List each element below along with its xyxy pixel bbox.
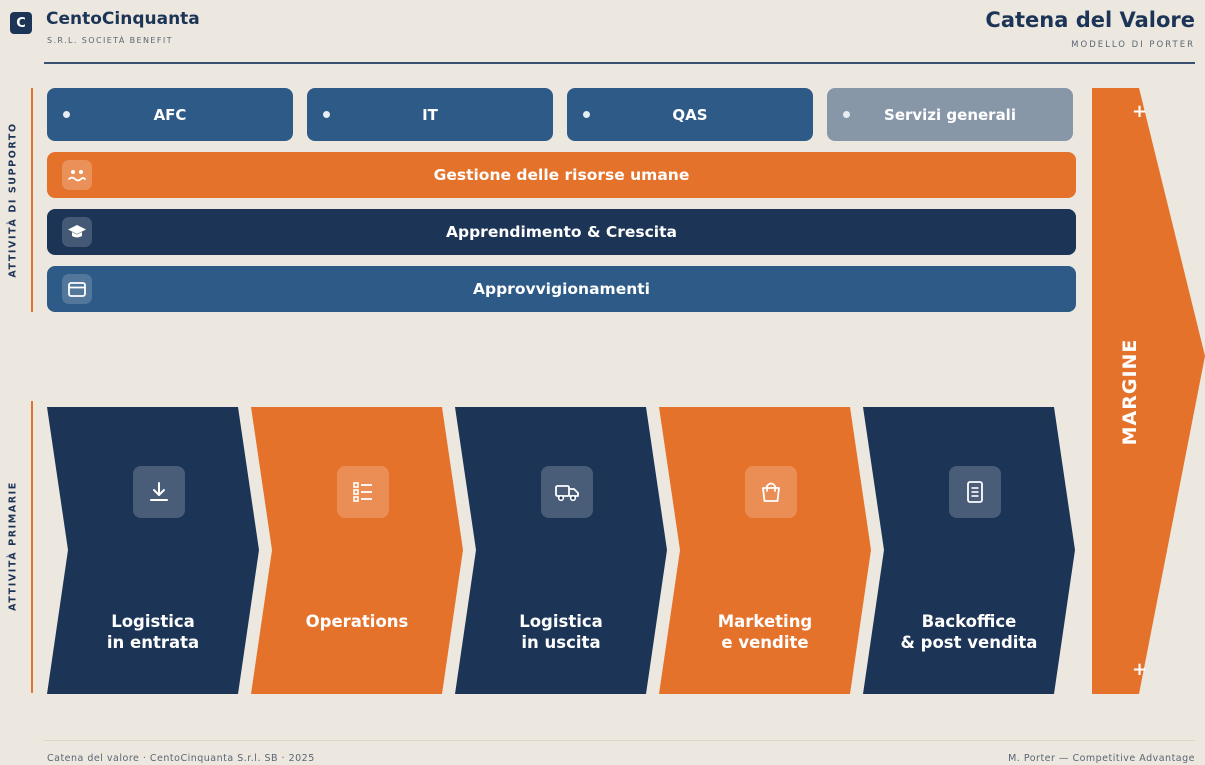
footer-right: M. Porter — Competitive Advantage [1008, 753, 1195, 764]
support-bar-approvvigionamenti[interactable]: Approvvigionamenti [47, 266, 1076, 312]
chevron-shape [47, 407, 259, 694]
page-title: Catena del Valore [985, 8, 1195, 32]
support-section-label: ATTIVITÀ DI SUPPORTO [7, 122, 19, 278]
chevron-shape [251, 407, 463, 694]
bullet-icon [323, 111, 330, 118]
footer-left: Catena del valore · CentoCinquanta S.r.l… [47, 753, 315, 764]
download-icon [133, 466, 185, 518]
support-pill-label: AFC [153, 105, 187, 124]
support-section-bar [31, 88, 33, 312]
bullet-icon [63, 111, 70, 118]
plus-icon: + [1132, 659, 1148, 680]
primary-activity-marketing[interactable]: Marketing e vendite [659, 407, 871, 694]
brand-subtitle: S.R.L. SOCIETÀ BENEFIT [47, 36, 173, 45]
brand-name: CentoCinquanta [46, 9, 200, 29]
header-divider [44, 62, 1195, 64]
bullet-icon [843, 111, 850, 118]
primary-activity-operations[interactable]: Operations [251, 407, 463, 694]
chevron-shape [863, 407, 1075, 694]
support-pill-label: Servizi generali [884, 105, 1016, 124]
support-bar-label: Apprendimento & Crescita [446, 223, 677, 241]
shopping-bag-icon [745, 466, 797, 518]
page-subtitle: MODELLO DI PORTER [1071, 40, 1195, 50]
plus-icon: + [1132, 101, 1148, 122]
support-pill-qas[interactable]: QAS [567, 88, 813, 141]
list-icon [337, 466, 389, 518]
primary-activity-label: Logistica in entrata [106, 612, 200, 652]
support-pill-label: QAS [672, 105, 708, 124]
box-icon [62, 274, 92, 304]
support-pill-servizi-generali[interactable]: Servizi generali [827, 88, 1073, 141]
primary-activity-label: Marketing e vendite [717, 612, 813, 652]
support-bar-label: Approvvigionamenti [473, 280, 650, 298]
primary-section-bar [31, 401, 33, 693]
margin-label: MARGINE [1119, 338, 1141, 446]
support-pill-label: IT [422, 105, 438, 124]
footer-divider [44, 740, 1195, 741]
support-pill-afc[interactable]: AFC [47, 88, 293, 141]
company-logo: C [10, 12, 32, 34]
truck-icon [541, 466, 593, 518]
support-bar-risorse-umane[interactable]: Gestione delle risorse umane [47, 152, 1076, 198]
bullet-icon [583, 111, 590, 118]
primary-activity-label: Backoffice & post vendita [900, 612, 1038, 652]
support-pill-it[interactable]: IT [307, 88, 553, 141]
primary-activity-logistica-uscita[interactable]: Logistica in uscita [455, 407, 667, 694]
support-bar-apprendimento[interactable]: Apprendimento & Crescita [47, 209, 1076, 255]
primary-activity-label: Operations [305, 612, 409, 631]
chevron-shape [659, 407, 871, 694]
primary-section-label: ATTIVITÀ PRIMARIE [7, 481, 19, 611]
people-icon [62, 160, 92, 190]
support-bar-label: Gestione delle risorse umane [433, 166, 690, 184]
graduation-cap-icon [62, 217, 92, 247]
primary-activity-logistica-entrata[interactable]: Logistica in entrata [47, 407, 259, 694]
primary-activity-backoffice[interactable]: Backoffice & post vendita [863, 407, 1075, 694]
margin-arrow [1092, 88, 1205, 694]
document-icon [949, 466, 1001, 518]
chevron-shape [455, 407, 667, 694]
primary-activity-label: Logistica in uscita [519, 612, 603, 652]
